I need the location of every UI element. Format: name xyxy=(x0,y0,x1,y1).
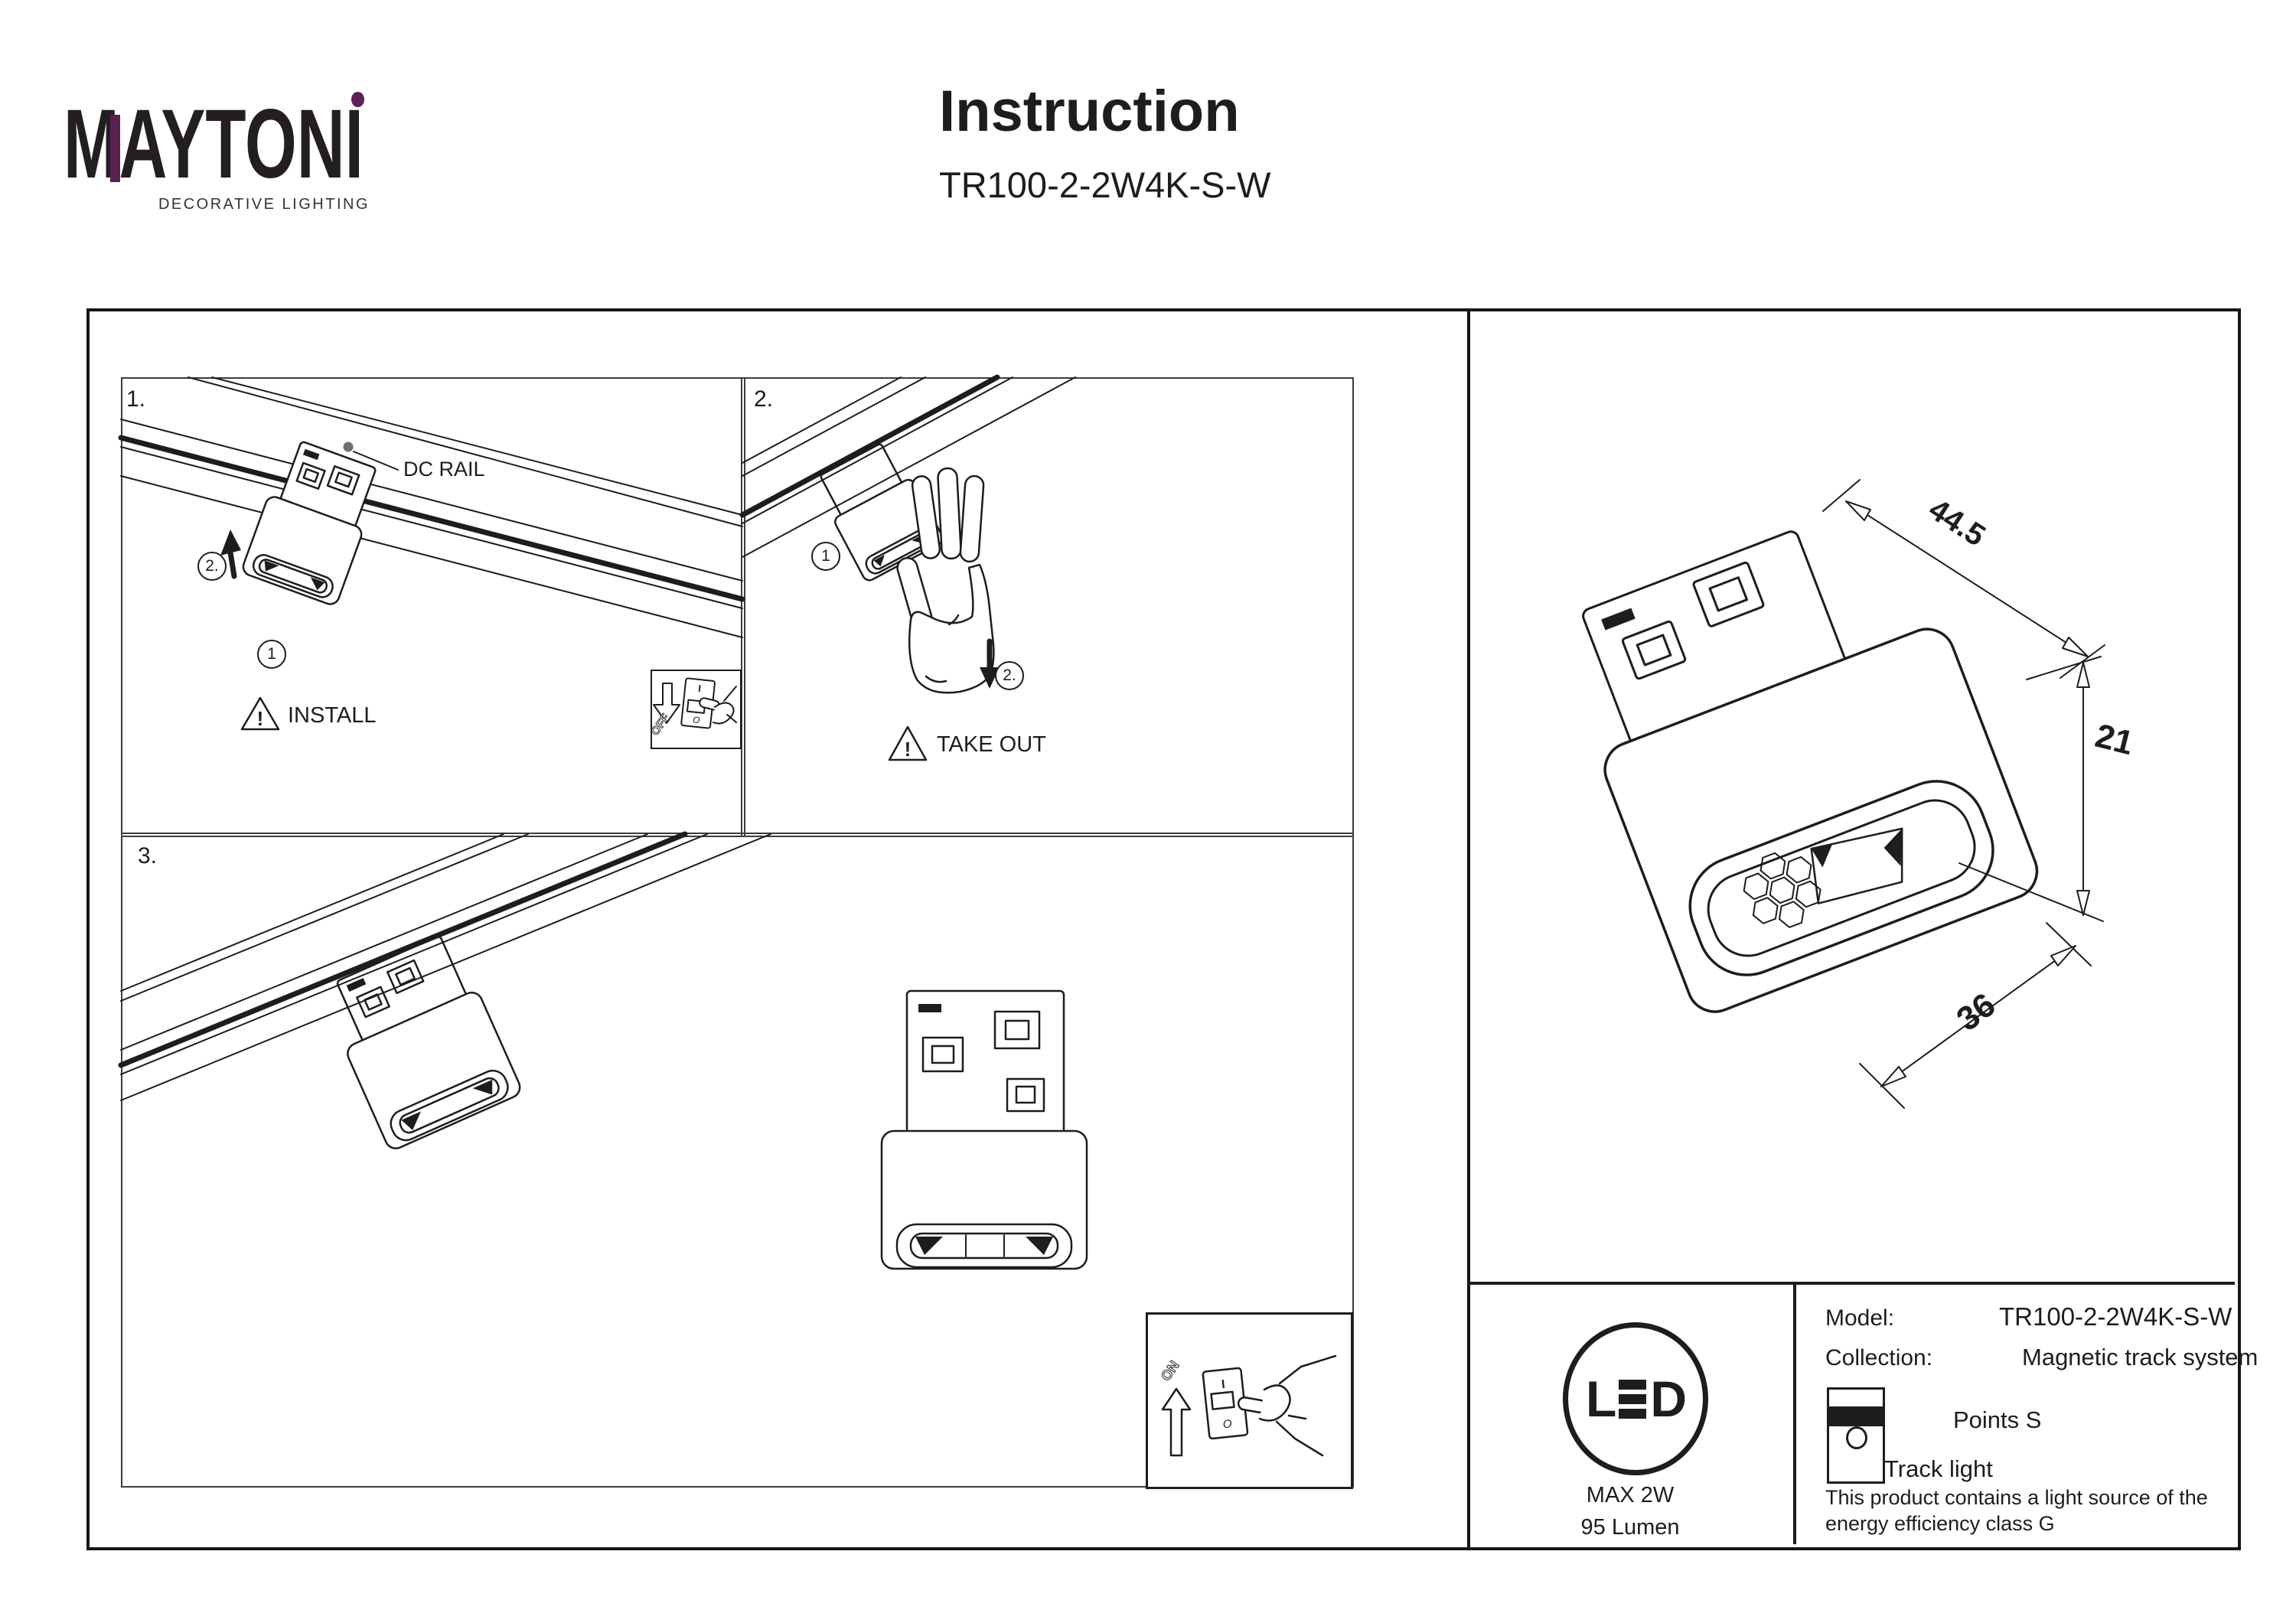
dc-rail-drawing-panel3 xyxy=(118,831,771,1101)
hand-icon-off xyxy=(699,686,737,725)
energy-note-line1: This product contains a light source of … xyxy=(1825,1486,2208,1509)
switch-off-pictogram: I O OFF xyxy=(648,677,737,738)
track-light-detail-drawing xyxy=(880,989,1088,1270)
logo-letter-m: M xyxy=(64,90,119,199)
panel-step-1 xyxy=(121,377,745,837)
logo-wordmark: MAYTONI xyxy=(64,96,364,194)
honeycomb-lens-pattern xyxy=(1743,852,1821,928)
push-up-arrow-icon xyxy=(220,530,241,579)
switch-on-pictogram: I O ON xyxy=(1157,1354,1337,1457)
led-letter-l: L xyxy=(1586,1370,1616,1427)
logo-tagline: DECORATIVE LIGHTING xyxy=(158,196,370,213)
warning-triangle-icon-install: ! xyxy=(240,696,280,731)
energy-note-line2: energy efficiency class G xyxy=(1825,1512,2055,1535)
logo-letters-mid: AYTON xyxy=(119,90,345,199)
step-number-3: 3. xyxy=(138,843,158,869)
track-light-drawing-panel3 xyxy=(347,991,521,1149)
logo-accent-bar xyxy=(110,115,120,182)
dc-rail-drawing-panel1 xyxy=(118,376,745,638)
step-number-1: 1. xyxy=(126,386,146,412)
step-badge-1: 1 xyxy=(257,640,286,669)
install-label: INSTALL xyxy=(288,703,377,728)
switch-off-mark: O xyxy=(692,714,700,725)
series-label: Points S xyxy=(1953,1406,2042,1433)
logo-accent-dot-icon xyxy=(351,92,364,107)
take-out-label: TAKE OUT xyxy=(937,732,1046,757)
spec-table-divider xyxy=(1793,1282,1796,1544)
warning-exclamation: ! xyxy=(905,738,912,761)
panel-step-2 xyxy=(741,377,1354,837)
collection-value: Magnetic track system xyxy=(2022,1344,2258,1370)
model-number-subtitle: TR100-2-2W4K-S-W xyxy=(939,165,1271,205)
led-letter-d: D xyxy=(1650,1370,1687,1427)
dimension-lines xyxy=(1822,479,2105,1109)
rail-callout-dot xyxy=(343,442,354,452)
dc-rail-label: DC RAIL xyxy=(403,458,485,481)
model-value: TR100-2-2W4K-S-W xyxy=(1999,1302,2232,1331)
step-badge-2-panel2: 2. xyxy=(995,661,1024,690)
luminous-flux-label: 95 Lumen xyxy=(1580,1515,1680,1540)
switch-on-mark: I xyxy=(698,683,702,694)
model-label: Model: xyxy=(1825,1305,1895,1331)
up-arrow-icon xyxy=(1161,1387,1192,1457)
hand-icon-on xyxy=(1237,1354,1337,1457)
panel-step-3 xyxy=(121,833,1354,1488)
mini-icon-lens-dot xyxy=(1846,1426,1867,1449)
on-label: ON xyxy=(1158,1358,1182,1384)
warning-exclamation: ! xyxy=(257,707,264,730)
step-badge-2: 2. xyxy=(197,552,227,581)
max-power-label: MAX 2W xyxy=(1586,1483,1675,1507)
down-arrow-icon xyxy=(653,683,680,724)
step-badge-1-panel2: 1 xyxy=(811,542,840,571)
switch-on-mark: I xyxy=(1221,1378,1225,1391)
warning-triangle-icon-takeout: ! xyxy=(888,725,928,761)
pull-down-arrow-icon xyxy=(980,638,1000,689)
logo-letter-i: I xyxy=(344,90,364,199)
dimensional-drawing xyxy=(1582,530,2039,1013)
mini-icon-band xyxy=(1827,1406,1885,1426)
track-light-drawing-panel1 xyxy=(242,441,377,605)
spec-table-top-border xyxy=(1467,1282,2235,1285)
led-letter-e-icon xyxy=(1619,1379,1647,1419)
product-type-label: Track light xyxy=(1884,1455,1993,1482)
track-light-mini-icon xyxy=(1827,1387,1885,1484)
step-number-2: 2. xyxy=(754,386,774,412)
track-light-plate-panel3 xyxy=(336,935,470,1049)
switch-off-mark: O xyxy=(1222,1417,1233,1431)
hand-icon-panel2 xyxy=(896,467,995,694)
dc-rail-drawing-panel2 xyxy=(739,374,1076,558)
page-title: Instruction xyxy=(939,79,1240,144)
led-badge: L D xyxy=(1563,1322,1708,1475)
collection-label: Collection: xyxy=(1825,1345,1933,1370)
